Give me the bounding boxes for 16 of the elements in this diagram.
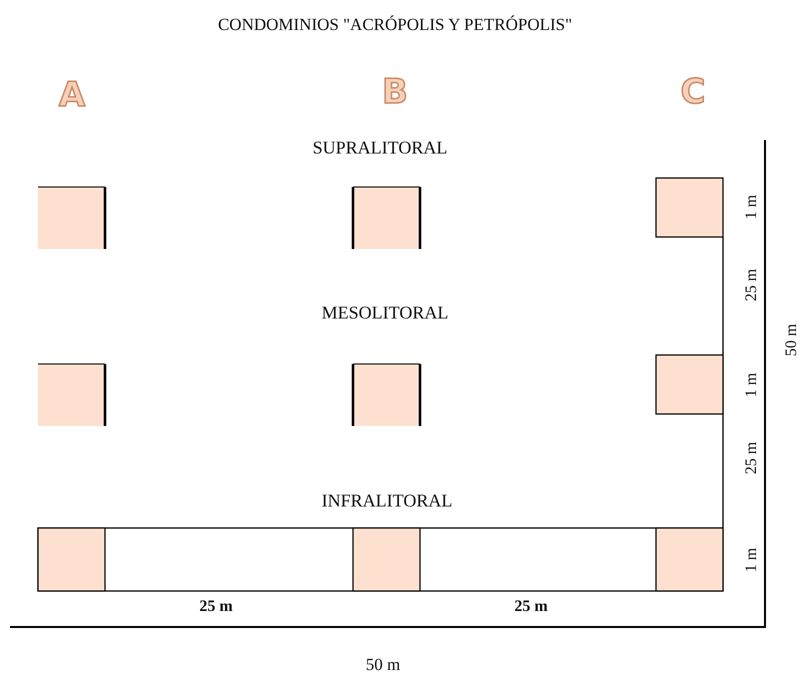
diagram-title: CONDOMINIOS "ACRÓPOLIS Y PETRÓPOLIS" xyxy=(218,15,572,35)
zone-label: INFRALITORAL xyxy=(322,490,452,512)
column-letter: A xyxy=(58,75,86,115)
dimension-label: 25 m xyxy=(743,442,761,474)
column-letter: C xyxy=(680,72,706,112)
column-letter: B xyxy=(382,72,408,112)
dimension-label: 50 m xyxy=(366,655,400,675)
dimension-label: 25 m xyxy=(514,598,548,616)
dimension-label: 1 m xyxy=(743,548,761,572)
dimension-label: 1 m xyxy=(743,372,761,398)
dimension-label: 25 m xyxy=(199,598,233,616)
zone-label: MESOLITORAL xyxy=(322,302,448,324)
dimension-label: 1 m xyxy=(743,194,761,220)
zone-label: SUPRALITORAL xyxy=(312,138,448,158)
dimension-label: 50 m xyxy=(783,324,801,356)
dimension-label: 25 m xyxy=(743,268,761,302)
